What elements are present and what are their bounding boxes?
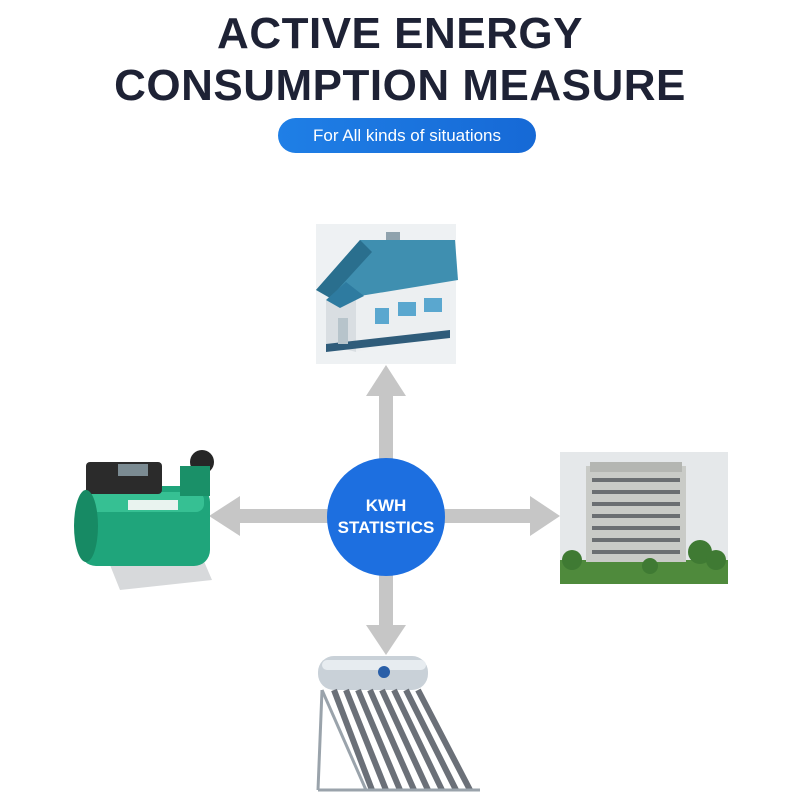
arrow-up-icon bbox=[366, 365, 406, 462]
water-pump-icon bbox=[74, 450, 214, 590]
page-title: ACTIVE ENERGY CONSUMPTION MEASURE bbox=[0, 8, 800, 112]
kwh-statistics-hub: KWH STATISTICS bbox=[327, 458, 445, 576]
arrow-left-icon bbox=[209, 496, 331, 536]
hub-line-2: STATISTICS bbox=[337, 518, 435, 537]
solar-water-heater-icon bbox=[316, 656, 480, 792]
apartment-building-icon bbox=[560, 452, 728, 584]
arrow-right-icon bbox=[440, 496, 560, 536]
hub-line-1: KWH bbox=[365, 496, 407, 515]
title-line-2: CONSUMPTION MEASURE bbox=[114, 61, 686, 110]
subtitle-badge: For All kinds of situations bbox=[278, 118, 536, 153]
arrow-down-icon bbox=[366, 572, 406, 655]
title-line-1: ACTIVE ENERGY bbox=[217, 9, 583, 58]
house-icon bbox=[316, 224, 458, 364]
arrows bbox=[209, 365, 560, 655]
